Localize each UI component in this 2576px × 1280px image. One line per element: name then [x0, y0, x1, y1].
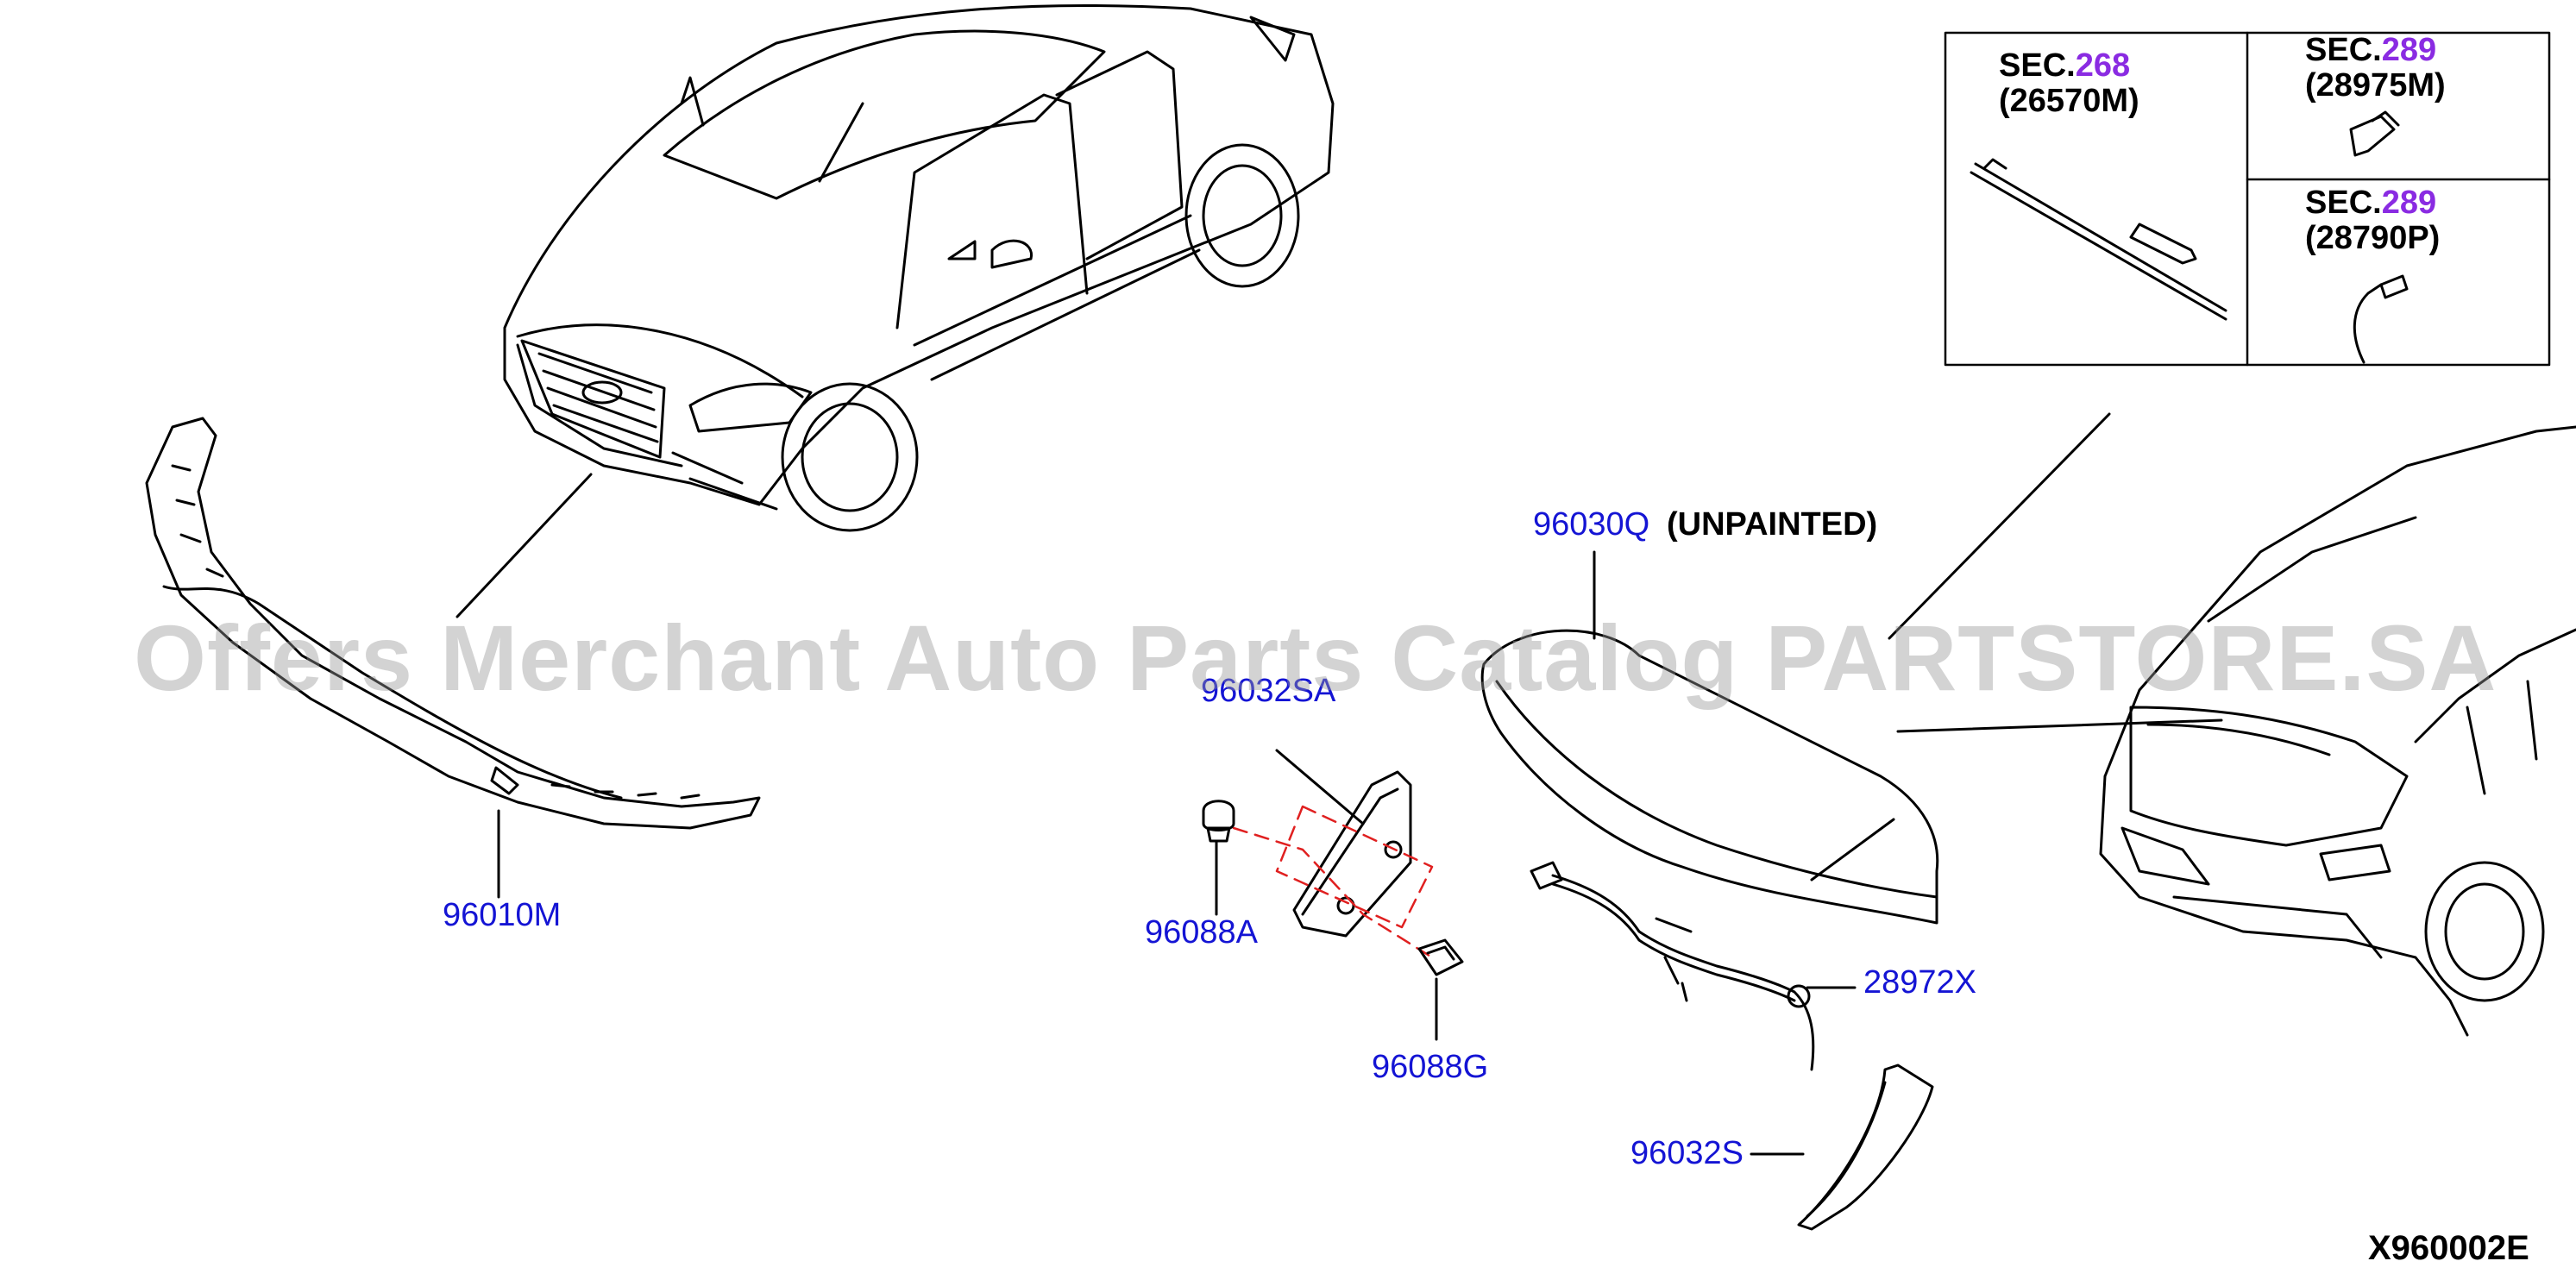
arrow-to-sections — [1888, 412, 2111, 640]
stop-lamp-cover-96032S[interactable] — [1797, 1064, 1934, 1231]
arrow-rear-to-spoiler — [1896, 718, 2223, 733]
diagram-code: X960002E — [2368, 1229, 2529, 1267]
section-ref-268[interactable]: SEC.268 (26570M) — [1999, 47, 2139, 120]
unpainted-note: (UNPAINTED) — [1667, 506, 1878, 543]
section-part-code: (26570M) — [1999, 83, 2139, 120]
part-label-96088A[interactable]: 96088A — [1145, 914, 1259, 951]
section-number-link[interactable]: 268 — [2075, 47, 2131, 84]
sec268-lamp-strip — [1970, 171, 2227, 321]
part-label-96010M[interactable]: 96010M — [443, 897, 562, 933]
clip-96088A[interactable] — [1202, 800, 1235, 843]
front-lower-spoiler-96010M[interactable] — [145, 417, 761, 830]
arrow-front-to-spoiler — [456, 473, 593, 618]
section-prefix: SEC. — [1999, 47, 2076, 84]
section-ref-289-28790P[interactable]: SEC.289 (28790P) — [2305, 185, 2440, 256]
part-label-96030Q[interactable]: 96030Q — [1533, 506, 1650, 543]
leader-96032SA — [1275, 749, 1365, 825]
part-label-96032SA[interactable]: 96032SA — [1201, 673, 1336, 709]
grommet-96088G[interactable] — [1417, 938, 1464, 976]
section-part-code: (28790P) — [2305, 220, 2441, 257]
rear-roof-spoiler-96030Q[interactable] — [1480, 629, 1939, 925]
front-vehicle-illustration — [503, 3, 1335, 532]
section-prefix: SEC. — [2305, 32, 2382, 68]
section-part-code: (28975M) — [2305, 67, 2446, 104]
section-ref-289-28975M[interactable]: SEC.289 (28975M) — [2305, 32, 2446, 104]
part-label-96032S[interactable]: 96032S — [1630, 1135, 1744, 1171]
stop-lamp-cover-96032SA[interactable] — [1292, 770, 1412, 938]
sec289-cable — [2353, 283, 2383, 364]
part-label-96088G[interactable]: 96088G — [1372, 1049, 1489, 1085]
sec289-sensor — [2349, 115, 2396, 157]
section-reference-box — [1944, 31, 2551, 367]
part-label-28972X[interactable]: 28972X — [1863, 964, 1977, 1001]
assembly-guide-lines — [1232, 805, 1434, 959]
rear-vehicle-illustration — [2099, 425, 2576, 1037]
section-number-link[interactable]: 289 — [2381, 32, 2437, 68]
section-number-link[interactable]: 289 — [2381, 185, 2437, 221]
wire-harness-28972X[interactable] — [1530, 861, 1815, 1071]
section-prefix: SEC. — [2305, 185, 2382, 221]
